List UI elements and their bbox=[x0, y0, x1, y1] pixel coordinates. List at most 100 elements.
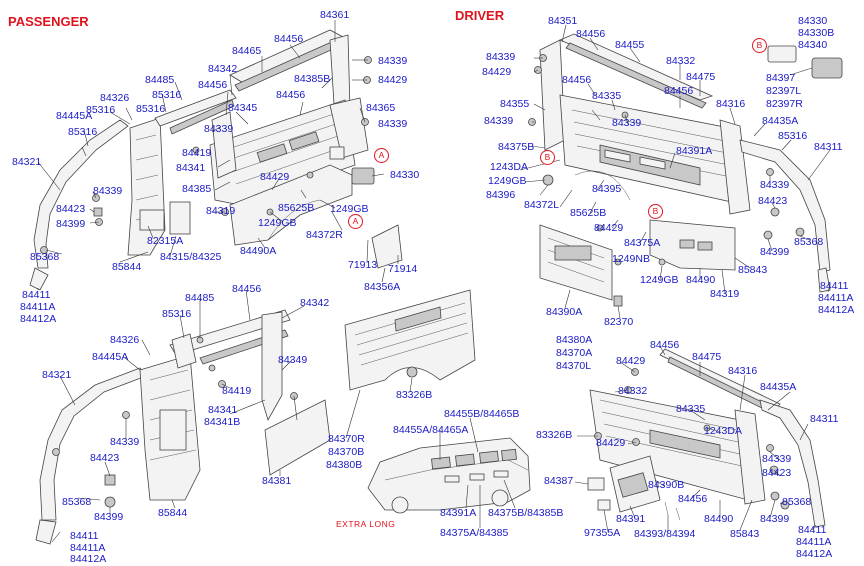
part-number-label: 84339 bbox=[204, 123, 234, 135]
part-number-label: 84339 bbox=[378, 118, 408, 130]
part-number-label: 84419 bbox=[182, 147, 212, 159]
part-number-label: 84339 bbox=[612, 117, 642, 129]
part-number-label: 84465 bbox=[232, 45, 262, 57]
part-number-label: 84485 bbox=[185, 292, 215, 304]
driver-lower-drawing bbox=[587, 348, 826, 528]
part-number-label: 84429 bbox=[378, 74, 408, 86]
part-number-label: 84370L bbox=[556, 360, 592, 372]
part-number-label: 84349 bbox=[278, 354, 308, 366]
part-number-label: 84372L bbox=[524, 199, 560, 211]
part-number-label: 84411A bbox=[796, 536, 832, 548]
part-number-label: 84375A/84385 bbox=[440, 527, 509, 539]
part-number-label: 1249GB bbox=[258, 217, 297, 229]
part-number-label: 85844 bbox=[158, 507, 188, 519]
part-number-label: 84456 bbox=[232, 283, 262, 295]
part-number-label: 84412A bbox=[796, 548, 833, 560]
part-number-label: 84365 bbox=[366, 102, 396, 114]
part-number-label: 84456 bbox=[274, 33, 304, 45]
part-number-label: 84370R bbox=[328, 433, 365, 445]
part-number-label: 84485 bbox=[145, 74, 175, 86]
part-number-label: 84456 bbox=[664, 85, 694, 97]
part-number-label: 84429 bbox=[482, 66, 512, 78]
part-number-label: 85843 bbox=[738, 264, 768, 276]
part-number-label: 84435A bbox=[760, 381, 797, 393]
van-silhouette-drawing bbox=[367, 437, 531, 514]
part-number-label: 84332 bbox=[618, 385, 648, 397]
part-number-label: 84356A bbox=[364, 281, 401, 293]
part-number-label: 84455B/84465B bbox=[444, 408, 520, 420]
part-number-label: 84390A bbox=[546, 306, 583, 318]
part-number-label: 85625B bbox=[278, 202, 315, 214]
part-number-label: 84341 bbox=[208, 404, 238, 416]
marker-b: B bbox=[752, 38, 767, 53]
leader-lines bbox=[37, 20, 831, 543]
part-number-label: 1249GB bbox=[640, 274, 679, 286]
part-number-label: 84429 bbox=[616, 355, 646, 367]
part-number-label: 84475 bbox=[686, 71, 716, 83]
part-number-label: 82370 bbox=[604, 316, 634, 328]
part-number-label: 84399 bbox=[56, 218, 86, 230]
marker-b: B bbox=[540, 150, 555, 165]
part-number-label: 84423 bbox=[762, 467, 792, 479]
part-number-label: 84385B bbox=[294, 73, 331, 85]
part-number-label: 84397 bbox=[766, 72, 796, 84]
part-number-label: 84411A bbox=[20, 301, 56, 313]
part-number-label: 84330B bbox=[798, 27, 835, 39]
part-number-label: 84339 bbox=[110, 436, 140, 448]
part-number-label: 71914 bbox=[388, 263, 418, 275]
part-number-label: 84387 bbox=[544, 475, 574, 487]
part-number-label: 84445A bbox=[92, 351, 129, 363]
part-number-label: 84316 bbox=[716, 98, 746, 110]
part-number-label: 84315/84325 bbox=[160, 251, 222, 263]
part-number-label: 84456 bbox=[276, 89, 306, 101]
part-number-label: 84399 bbox=[94, 511, 124, 523]
part-number-label: 84339 bbox=[760, 179, 790, 191]
part-number-label: 85316 bbox=[68, 126, 98, 138]
part-number-label: 84330 bbox=[390, 169, 420, 181]
part-number-label: 97355A bbox=[584, 527, 621, 539]
part-number-label: 84455 bbox=[615, 39, 645, 51]
part-number-label: 71913 bbox=[348, 259, 378, 271]
part-number-label: 84385 bbox=[182, 183, 212, 195]
marker-a: A bbox=[374, 148, 389, 163]
part-number-label: 84339 bbox=[378, 55, 408, 67]
part-number-label: 84455A/84465A bbox=[393, 424, 469, 436]
part-number-label: 1249GB bbox=[330, 203, 369, 215]
part-number-label: 84395 bbox=[592, 183, 622, 195]
part-number-label: 85368 bbox=[30, 251, 60, 263]
part-number-label: 84321 bbox=[12, 156, 42, 168]
part-number-label: 84319 bbox=[206, 205, 236, 217]
part-number-label: 84351 bbox=[548, 15, 578, 27]
part-number-label: 84456 bbox=[650, 339, 680, 351]
part-number-label: 85316 bbox=[86, 104, 116, 116]
part-number-label: 84361 bbox=[320, 9, 350, 21]
part-number-label: 84445A bbox=[56, 110, 93, 122]
part-number-label: 84380B bbox=[326, 459, 363, 471]
part-number-label: 84341 bbox=[176, 162, 206, 174]
part-number-label: 84380A bbox=[556, 334, 593, 346]
part-number-label: 84391A bbox=[676, 145, 713, 157]
part-number-label: 84321 bbox=[42, 369, 72, 381]
part-number-label: 82315A bbox=[147, 235, 184, 247]
part-number-label: 1243DA bbox=[490, 161, 528, 173]
part-number-label: 84411 bbox=[798, 524, 827, 536]
part-number-label: 84339 bbox=[486, 51, 516, 63]
part-number-label: 84326 bbox=[100, 92, 130, 104]
marker-a: A bbox=[348, 214, 363, 229]
part-number-label: 84419 bbox=[222, 385, 252, 397]
part-number-label: 84429 bbox=[596, 437, 626, 449]
part-number-label: 84412A bbox=[20, 313, 57, 325]
part-number-label: 1249GB bbox=[488, 175, 527, 187]
part-number-label: 84332 bbox=[666, 55, 696, 67]
part-number-label: 85368 bbox=[62, 496, 92, 508]
part-number-label: 1249NB bbox=[612, 253, 650, 265]
part-number-label: 84412A bbox=[818, 304, 855, 316]
part-number-label: 84339 bbox=[93, 185, 123, 197]
part-number-label: 84411 bbox=[22, 289, 51, 301]
part-number-label: 84319 bbox=[710, 288, 740, 300]
part-number-label: 84330 bbox=[798, 15, 828, 27]
part-number-label: 84411 bbox=[820, 280, 849, 292]
part-number-label: 85625B bbox=[570, 207, 607, 219]
part-number-label: 84311 bbox=[814, 141, 843, 153]
part-number-label: 84423 bbox=[56, 203, 86, 215]
